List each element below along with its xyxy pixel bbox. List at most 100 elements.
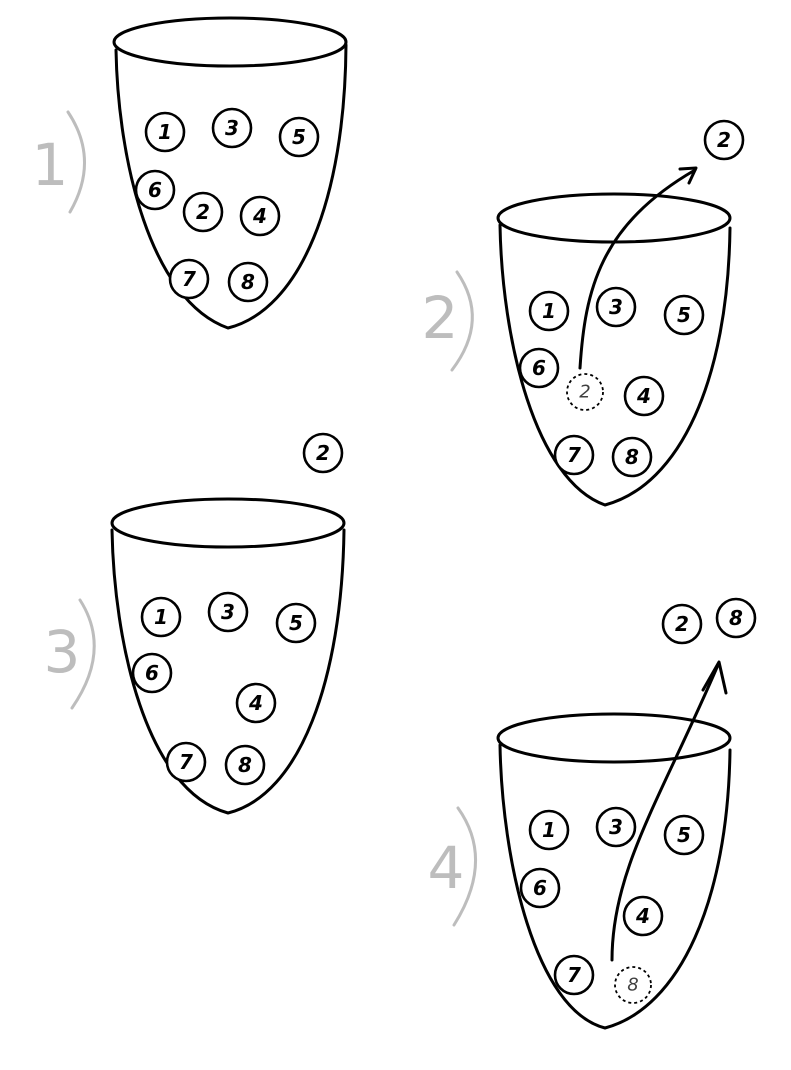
- panel-3: 3 1 3 5 6 4 7 8 2: [44, 432, 346, 815]
- bag-rim: [110, 497, 346, 549]
- bag-rim: [496, 192, 732, 244]
- arrow-head: [701, 660, 728, 695]
- step-number: 3: [44, 618, 81, 686]
- svg-text:2: 2: [316, 441, 330, 465]
- svg-text:1: 1: [542, 818, 556, 842]
- svg-text:3: 3: [221, 600, 235, 624]
- ball: 1: [528, 290, 570, 332]
- ball: 7: [168, 258, 210, 300]
- draw-arrow: [578, 166, 698, 370]
- panel-2-step-label: 2: [422, 270, 474, 372]
- svg-text:2: 2: [579, 382, 590, 403]
- ball: 5: [275, 602, 317, 644]
- draw-arrow: [610, 660, 728, 962]
- ball: 6: [519, 867, 561, 909]
- ball-drawn: 2: [302, 432, 344, 474]
- ball: 8: [611, 436, 653, 478]
- bag: [496, 712, 732, 1030]
- svg-text:6: 6: [145, 661, 159, 685]
- arrow-head: [678, 166, 698, 185]
- step-paren: [452, 806, 477, 927]
- panel-4-step-label: 4: [428, 806, 477, 927]
- svg-text:8: 8: [729, 606, 743, 630]
- step-number: 1: [32, 131, 69, 199]
- panel-3-step-label: 3: [44, 598, 96, 710]
- ball: 4: [239, 195, 281, 237]
- svg-text:3: 3: [609, 815, 623, 839]
- panel-2: 2 1 3 5 6 2 4 7 8 2: [422, 119, 745, 507]
- svg-text:5: 5: [292, 125, 306, 149]
- bag-body: [110, 528, 346, 815]
- svg-text:1: 1: [154, 605, 168, 629]
- bag: [496, 192, 732, 507]
- ball: 6: [134, 169, 176, 211]
- ball: 4: [622, 895, 664, 937]
- ball: 1: [144, 111, 186, 153]
- step-number: 4: [428, 834, 465, 902]
- svg-text:7: 7: [179, 750, 193, 774]
- svg-text:1: 1: [158, 120, 172, 144]
- svg-text:2: 2: [196, 200, 210, 224]
- svg-text:6: 6: [148, 178, 162, 202]
- ball: 1: [528, 809, 570, 851]
- svg-text:4: 4: [248, 691, 263, 715]
- svg-text:8: 8: [238, 753, 252, 777]
- svg-text:7: 7: [182, 267, 196, 291]
- ball: 5: [278, 116, 320, 158]
- ball-drawn: 8: [715, 597, 757, 639]
- svg-text:7: 7: [567, 963, 581, 987]
- svg-text:8: 8: [241, 270, 255, 294]
- bag: [110, 497, 346, 815]
- panel-4: 4 1 3 5 6 4 7 8 2 8: [428, 597, 757, 1030]
- ball: 3: [595, 806, 637, 848]
- ball: 3: [211, 107, 253, 149]
- panel-1: 1 1 3 5 6 2 4 7 8: [32, 16, 348, 330]
- bag-rim: [496, 712, 732, 764]
- arrow-line: [610, 663, 720, 962]
- panel-1-step-label: 1: [32, 110, 86, 214]
- bag-body: [498, 223, 732, 507]
- svg-text:6: 6: [532, 356, 546, 380]
- ball-drawn: 2: [661, 603, 703, 645]
- svg-text:4: 4: [252, 204, 267, 228]
- ball: 7: [165, 741, 207, 783]
- ball: 3: [207, 591, 249, 633]
- ball: 8: [227, 261, 269, 303]
- ball: 7: [553, 954, 595, 996]
- ball-ghost: 8: [614, 966, 652, 1004]
- bag-body: [114, 43, 348, 330]
- ball-drawn: 2: [703, 119, 745, 161]
- ball: 3: [595, 286, 637, 328]
- ball: 4: [623, 375, 665, 417]
- svg-text:2: 2: [717, 128, 731, 152]
- svg-text:5: 5: [289, 611, 303, 635]
- svg-text:8: 8: [627, 975, 638, 996]
- svg-text:4: 4: [635, 904, 650, 928]
- ball: 1: [140, 596, 182, 638]
- bag-rim: [112, 16, 348, 68]
- ball: 4: [235, 682, 277, 724]
- ball: 2: [182, 191, 224, 233]
- bag: [112, 16, 348, 330]
- ball: 5: [663, 294, 705, 336]
- svg-text:5: 5: [677, 303, 691, 327]
- step-paren: [70, 598, 96, 710]
- step-paren: [450, 270, 474, 372]
- svg-text:7: 7: [567, 443, 581, 467]
- step-paren: [66, 110, 86, 214]
- arrow-line: [578, 168, 697, 370]
- step-number: 2: [422, 284, 459, 352]
- svg-text:6: 6: [533, 876, 547, 900]
- ball: 7: [553, 434, 595, 476]
- svg-text:8: 8: [625, 445, 639, 469]
- ball: 6: [518, 347, 560, 389]
- svg-text:3: 3: [609, 295, 623, 319]
- svg-text:1: 1: [542, 299, 556, 323]
- svg-text:5: 5: [677, 823, 691, 847]
- ball: 8: [224, 744, 266, 786]
- svg-text:3: 3: [225, 116, 239, 140]
- bag-body: [498, 743, 732, 1030]
- svg-text:2: 2: [675, 612, 689, 636]
